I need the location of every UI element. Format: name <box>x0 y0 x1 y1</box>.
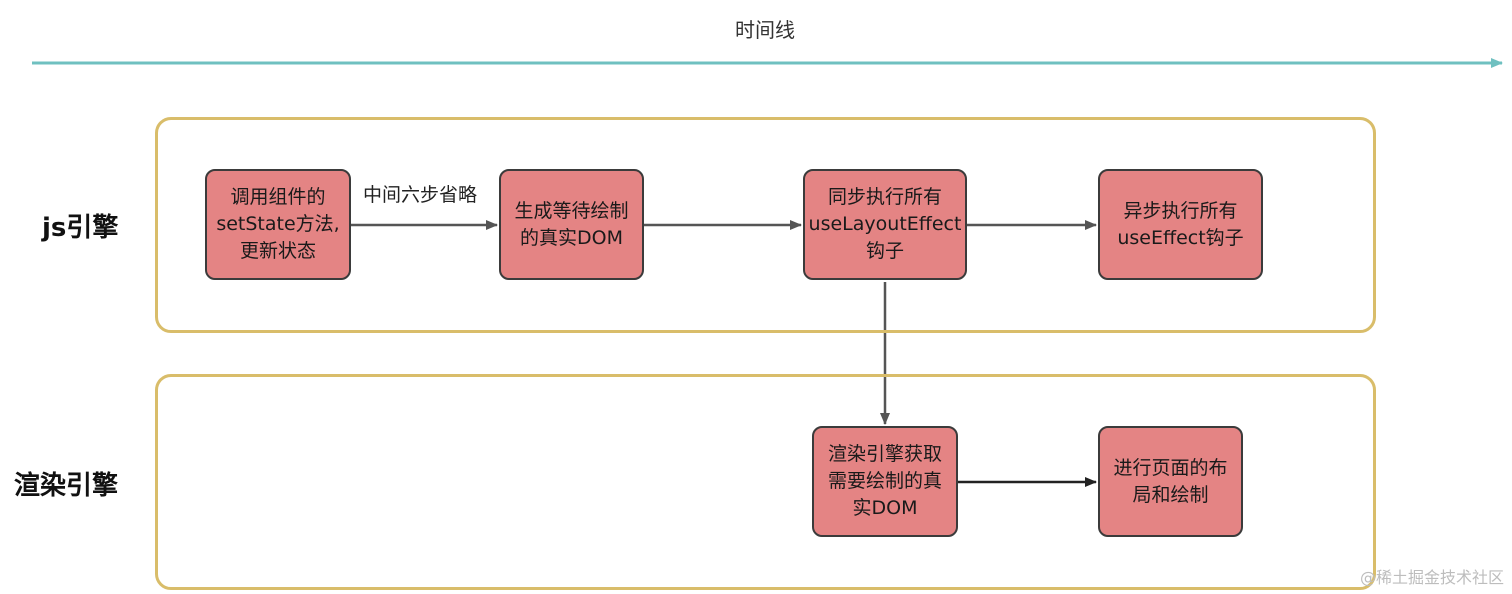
lane-label-render-engine: 渲染引擎 <box>14 471 119 501</box>
watermark: @稀土掘金技术社区 <box>1359 568 1504 587</box>
step-sync-layout-effect: 同步执行所有 useLayoutEffect 钩子 <box>803 169 967 280</box>
step-generate-dom-text: 生成等待绘制 的真实DOM <box>514 199 629 249</box>
step-generate-dom: 生成等待绘制 的真实DOM <box>499 169 644 280</box>
lane-label-js-engine: js引擎 <box>42 213 119 243</box>
step-render-get-dom-text: 渲染引擎获取 需要绘制的真 实DOM <box>827 443 942 519</box>
edge-label-omitted-steps: 中间六步省略 <box>363 184 478 206</box>
step-render-get-dom: 渲染引擎获取 需要绘制的真 实DOM <box>812 426 958 537</box>
step-async-effect-text: 异步执行所有 useEffect钩子 <box>1117 199 1244 249</box>
step-call-setstate: 调用组件的 setState方法, 更新状态 <box>205 169 351 280</box>
step-async-effect: 异步执行所有 useEffect钩子 <box>1098 169 1263 280</box>
step-layout-paint-text: 进行页面的布 局和绘制 <box>1113 456 1228 506</box>
timeline-label: 时间线 <box>735 18 795 42</box>
lane-render-engine <box>155 374 1376 590</box>
step-call-setstate-text: 调用组件的 setState方法, 更新状态 <box>216 186 340 262</box>
step-layout-paint: 进行页面的布 局和绘制 <box>1098 426 1243 537</box>
step-sync-layout-effect-text: 同步执行所有 useLayoutEffect 钩子 <box>808 186 962 262</box>
lane-js-engine <box>155 117 1376 333</box>
